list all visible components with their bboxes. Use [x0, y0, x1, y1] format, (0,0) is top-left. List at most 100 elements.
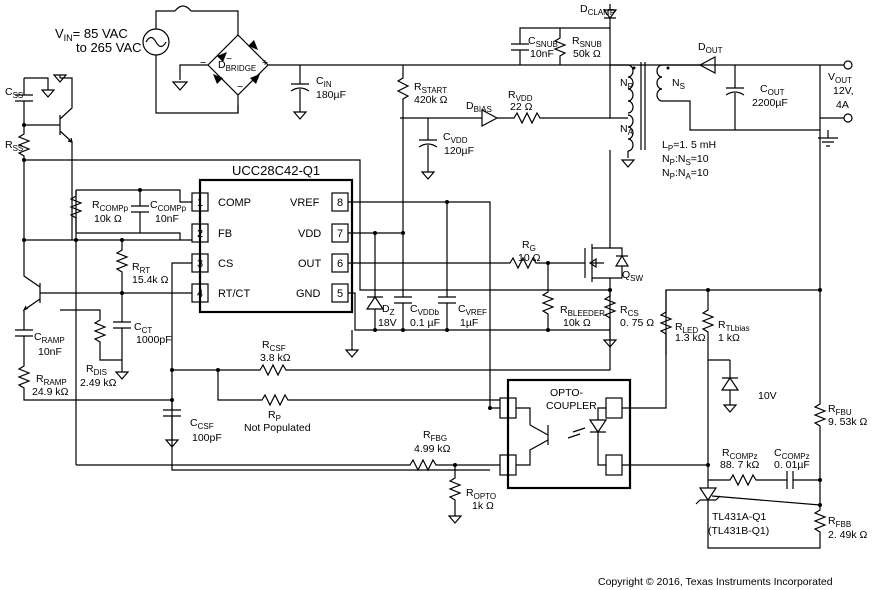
svg-text:RRAMP: RRAMP [36, 373, 67, 387]
npn-transistor [22, 240, 122, 322]
rstart: RSTART 420k Ω [396, 65, 448, 160]
svg-text:100pF: 100pF [192, 432, 222, 444]
svg-text:NP:NA=10: NP:NA=10 [662, 167, 709, 181]
svg-text:22 Ω: 22 Ω [510, 101, 533, 113]
svg-text:RFBB: RFBB [828, 515, 851, 529]
svg-text:RFBU: RFBU [828, 403, 852, 417]
svg-text:to 265 VAC: to 265 VAC [76, 40, 142, 55]
svg-text:18V: 18V [378, 317, 397, 329]
ac-source: VIN= 85 VAC to 265 VAC [55, 26, 170, 56]
rrt: RRT 15.4k Ω [115, 240, 169, 293]
dout: DOUT [698, 41, 723, 74]
svg-text:~: ~ [237, 81, 243, 93]
svg-text:RP: RP [268, 409, 281, 423]
svg-text:ROPTO: ROPTO [466, 487, 496, 501]
svg-text:24.9 kΩ: 24.9 kΩ [32, 386, 69, 398]
svg-text:LP=1. 5 mH: LP=1. 5 mH [662, 139, 716, 153]
svg-text:10V: 10V [758, 390, 777, 402]
rcompp: RCOMPp 10k Ω [69, 190, 129, 232]
svg-text:RTLbias: RTLbias [718, 319, 750, 333]
svg-text:CSNUB: CSNUB [528, 35, 558, 49]
svg-text:CVDDb: CVDDb [410, 303, 439, 317]
svg-text:10nF: 10nF [155, 213, 179, 225]
svg-text:RFBG: RFBG [423, 429, 447, 443]
dz: DZ 18V [365, 233, 397, 330]
svg-text:3.8 kΩ: 3.8 kΩ [260, 352, 291, 364]
svg-text:5: 5 [337, 288, 343, 300]
svg-text:CCOMPp: CCOMPp [150, 199, 187, 213]
svg-text:CS: CS [218, 258, 233, 270]
svg-text:NP:NS=10: NP:NS=10 [662, 153, 709, 167]
output-terminal: VOUT 12V, 4A [818, 60, 854, 147]
ropto: ROPTO 1k Ω [447, 465, 496, 524]
svg-text:OUT: OUT [298, 258, 322, 270]
pnp-transistor [24, 74, 73, 240]
svg-text:6: 6 [337, 258, 343, 270]
svg-text:10k Ω: 10k Ω [94, 213, 122, 225]
svg-text:4.99 kΩ: 4.99 kΩ [414, 443, 451, 455]
svg-text:CVREF: CVREF [458, 303, 487, 317]
svg-text:NP: NP [620, 77, 633, 91]
snubber: CSNUB 10nF RSNUB 50k Ω DCLAMP [511, 3, 628, 119]
cramp: CRAMP 10nF [15, 322, 65, 360]
svg-text:RDIS: RDIS [86, 363, 107, 377]
svg-text:420k Ω: 420k Ω [414, 94, 448, 106]
svg-text:RSS: RSS [5, 139, 23, 153]
svg-text:DOUT: DOUT [698, 41, 723, 55]
svg-text:+: + [262, 57, 268, 69]
svg-text:(TL431B-Q1): (TL431B-Q1) [708, 525, 769, 537]
svg-text:COUT: COUT [760, 83, 785, 97]
svg-text:UCC28C42-Q1: UCC28C42-Q1 [232, 163, 320, 178]
svg-text:180µF: 180µF [316, 89, 346, 101]
svg-text:0.1 µF: 0.1 µF [410, 317, 440, 329]
svg-text:10k Ω: 10k Ω [563, 317, 591, 329]
rdis: RDIS 2.49 kΩ [60, 309, 122, 389]
svg-text:CCT: CCT [134, 321, 152, 335]
svg-text:4: 4 [197, 288, 203, 300]
controller-ic: UCC28C42-Q1 1 2 3 4 8 7 6 5 COMP FB CS R… [191, 163, 354, 314]
svg-text:10nF: 10nF [38, 346, 62, 358]
cout: COUT 2200µF [725, 65, 788, 130]
svg-text:VREF: VREF [290, 197, 320, 209]
svg-text:8: 8 [337, 197, 343, 209]
svg-text:VIN= 85 VAC: VIN= 85 VAC [55, 26, 128, 43]
rled: RLED 1.3 kΩ [659, 290, 706, 355]
rfbg: RFBG 4.99 kΩ [76, 429, 500, 472]
svg-text:VOUT: VOUT [828, 71, 852, 85]
transformer: NP NA NS LP=1. 5 mH NP:NS=10 NP:NA=10 [610, 62, 820, 181]
svg-text:10nF: 10nF [530, 48, 554, 60]
cvddb: CVDDb 0.1 µF [394, 233, 440, 330]
svg-text:2.49 kΩ: 2.49 kΩ [80, 377, 117, 389]
svg-text:RBLEEDER: RBLEEDER [560, 304, 605, 318]
svg-text:1 kΩ: 1 kΩ [718, 332, 740, 344]
cin: CIN 180µF [290, 65, 346, 120]
svg-text:COMP: COMP [218, 197, 251, 209]
svg-text:CSS: CSS [5, 86, 23, 100]
rfbb: RFBB 2. 49k Ω [707, 500, 868, 549]
rfbu: RFBU 9. 53k Ω [813, 400, 868, 505]
svg-text:50k Ω: 50k Ω [573, 48, 601, 60]
svg-text:FB: FB [218, 228, 232, 240]
rbleeder: RBLEEDER 10k Ω [541, 263, 605, 330]
svg-text:1k Ω: 1k Ω [472, 500, 494, 512]
svg-text:0. 01µF: 0. 01µF [774, 459, 810, 471]
svg-text:10 Ω: 10 Ω [518, 252, 541, 264]
svg-text:RRT: RRT [132, 261, 150, 275]
svg-text:120µF: 120µF [444, 145, 474, 157]
svg-text:88. 7 kΩ: 88. 7 kΩ [720, 459, 760, 471]
tl431: TL431A-Q1 (TL431B-Q1) [695, 480, 821, 537]
rramp: RRAMP 24.9 kΩ [17, 360, 172, 401]
svg-text:CVDD: CVDD [443, 131, 468, 145]
svg-text:1.3 kΩ: 1.3 kΩ [675, 332, 706, 344]
svg-text:4A: 4A [836, 99, 849, 111]
svg-text:1µF: 1µF [460, 317, 478, 329]
svg-text:~: ~ [226, 53, 232, 65]
svg-text:CIN: CIN [316, 75, 332, 89]
svg-text:3: 3 [197, 258, 203, 270]
svg-text:RT/CT: RT/CT [218, 288, 250, 300]
diode-bridge: ~ ~ DBRIDGE − + [200, 34, 269, 96]
svg-text:QSW: QSW [622, 269, 644, 283]
rcs: RCS 0. 75 Ω [602, 290, 654, 348]
